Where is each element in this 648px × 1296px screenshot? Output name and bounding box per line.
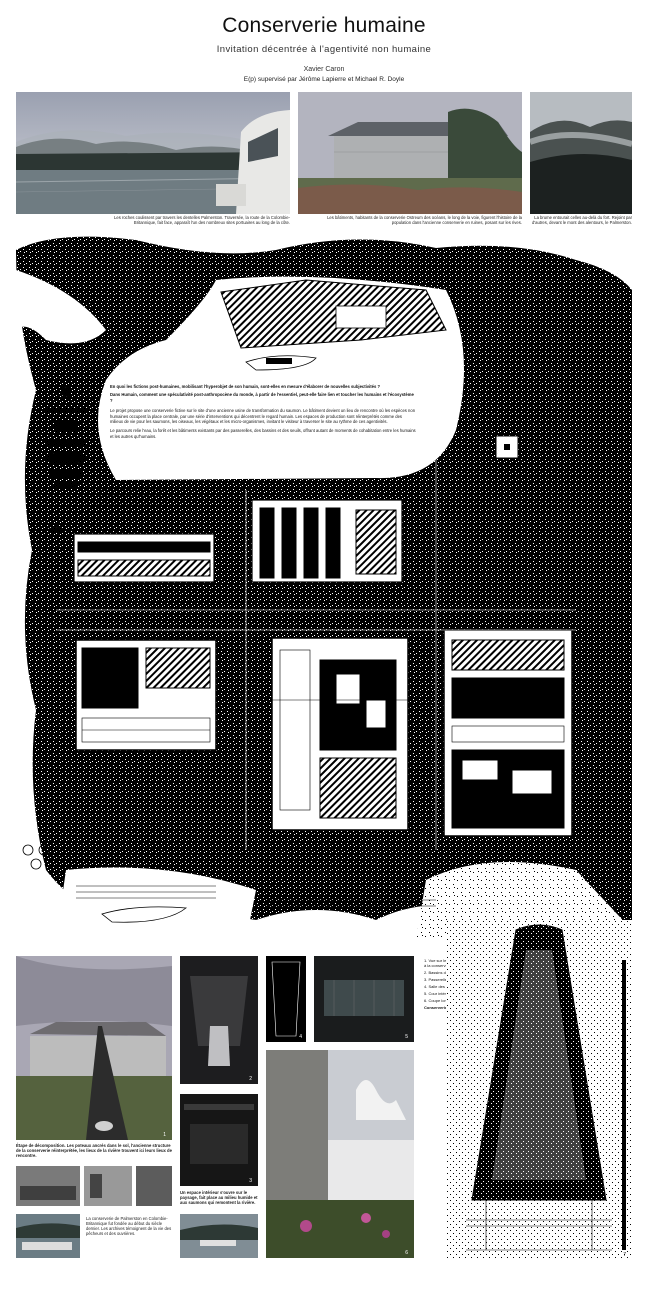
legend-note: 6. Coupe longitudinale xyxy=(424,998,464,1003)
render-garden-court: 6 xyxy=(266,1050,414,1258)
building-west xyxy=(75,639,217,751)
caption-render-1: Étape de décomposition. Les poteaux ancr… xyxy=(16,1143,172,1158)
render-interior-dark: 2 xyxy=(180,956,258,1084)
building-east xyxy=(443,629,573,837)
species-stack-illustration xyxy=(44,387,88,488)
research-question-1: En quoi les fictions post-humaines, mobi… xyxy=(110,384,381,389)
image-number-6: 6 xyxy=(405,1250,408,1256)
boat-icon xyxy=(245,355,317,371)
fish-icon xyxy=(46,527,64,533)
render-boats-bay xyxy=(180,1214,258,1258)
photo-boat-fjord xyxy=(16,92,290,214)
image-number-4: 4 xyxy=(299,1034,302,1040)
flower-icon xyxy=(191,323,213,343)
bird-icon xyxy=(22,844,50,870)
longitudinal-section: 7 xyxy=(446,920,632,1260)
image-number-5: 5 xyxy=(405,1034,408,1040)
caption-photo-2: Les bâtiments, habitants de la conserver… xyxy=(327,215,522,225)
image-number-7: 7 xyxy=(623,1252,626,1258)
poster-title: Conserverie humaine xyxy=(222,14,426,37)
site-plan xyxy=(16,230,632,940)
caption-render-2: Un espace intérieur s'ouvre sur le paysa… xyxy=(180,1190,258,1205)
image-number-1: 1 xyxy=(163,1132,166,1138)
supervision-credit: E(p) supervisé par Jérôme Lapierre et Mi… xyxy=(243,76,405,83)
caption-archive: La conserverie de Palmerston en Colombie… xyxy=(86,1216,172,1236)
archive-photo-harbour xyxy=(16,1214,80,1258)
legend-note: 2. Bassins de fraie xyxy=(424,970,457,975)
image-number-3: 3 xyxy=(249,1178,252,1184)
statement-body: Le projet propose une conserverie fictiv… xyxy=(110,408,416,425)
render-entrance-slide: 1 xyxy=(16,956,172,1140)
render-interior-hall: 3 xyxy=(180,1094,258,1186)
render-net-hall: 5 xyxy=(314,956,414,1042)
poster-subtitle: Invitation décentrée à l'agentivité non … xyxy=(216,44,432,55)
caption-photo-3: La brume entourait celles au-delà du for… xyxy=(532,215,632,225)
author-name: Xavier Caron xyxy=(303,66,345,73)
project-statement: En quoi les fictions post-humaines, mobi… xyxy=(110,384,416,440)
research-question-2: Dans Humain, comment une spéculativité p… xyxy=(110,392,414,403)
image-number-2: 2 xyxy=(249,1076,252,1082)
building-central xyxy=(271,637,409,831)
photo-misty-forest xyxy=(530,92,632,214)
archive-photos-row xyxy=(16,1166,172,1206)
legend-note: 3. Passerelle de la forêt xyxy=(424,977,467,982)
building-vats xyxy=(251,499,403,583)
statement-body-2: Le parcours relie l'eau, la forêt et les… xyxy=(110,428,416,439)
photo-cannery-building xyxy=(298,92,522,214)
building-north xyxy=(73,533,215,583)
caption-photo-1: Les roches coulissent par travers les de… xyxy=(114,215,290,225)
plan-fragment-black: 4 xyxy=(266,956,306,1042)
legend-note: 4. Salle des filets xyxy=(424,984,455,989)
